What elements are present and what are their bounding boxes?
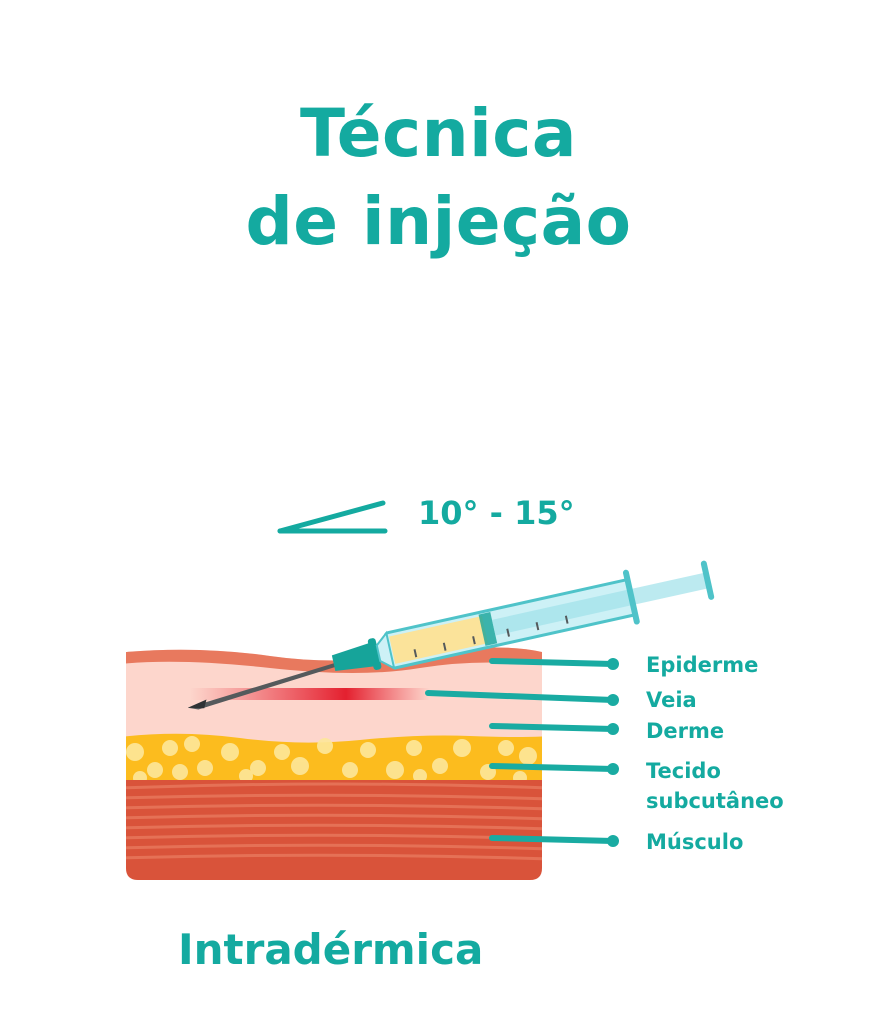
label-tecido: Tecido	[646, 759, 721, 783]
caption: Intradérmica	[178, 925, 484, 974]
syringe-icon	[187, 560, 715, 710]
title-line-1: Técnica	[300, 95, 577, 172]
label-veia: Veia	[646, 688, 697, 712]
title-line-2: de injeção	[245, 183, 632, 260]
angle-icon	[277, 500, 388, 534]
leader-lines	[425, 658, 619, 847]
label-musculo: Músculo	[646, 830, 744, 854]
label-subcutaneo: subcutâneo	[646, 789, 784, 813]
angle-label: 10° - 15°	[418, 494, 575, 532]
skin-cross-section	[126, 647, 542, 880]
label-derme: Derme	[646, 719, 725, 743]
label-epiderme: Epiderme	[646, 653, 759, 677]
